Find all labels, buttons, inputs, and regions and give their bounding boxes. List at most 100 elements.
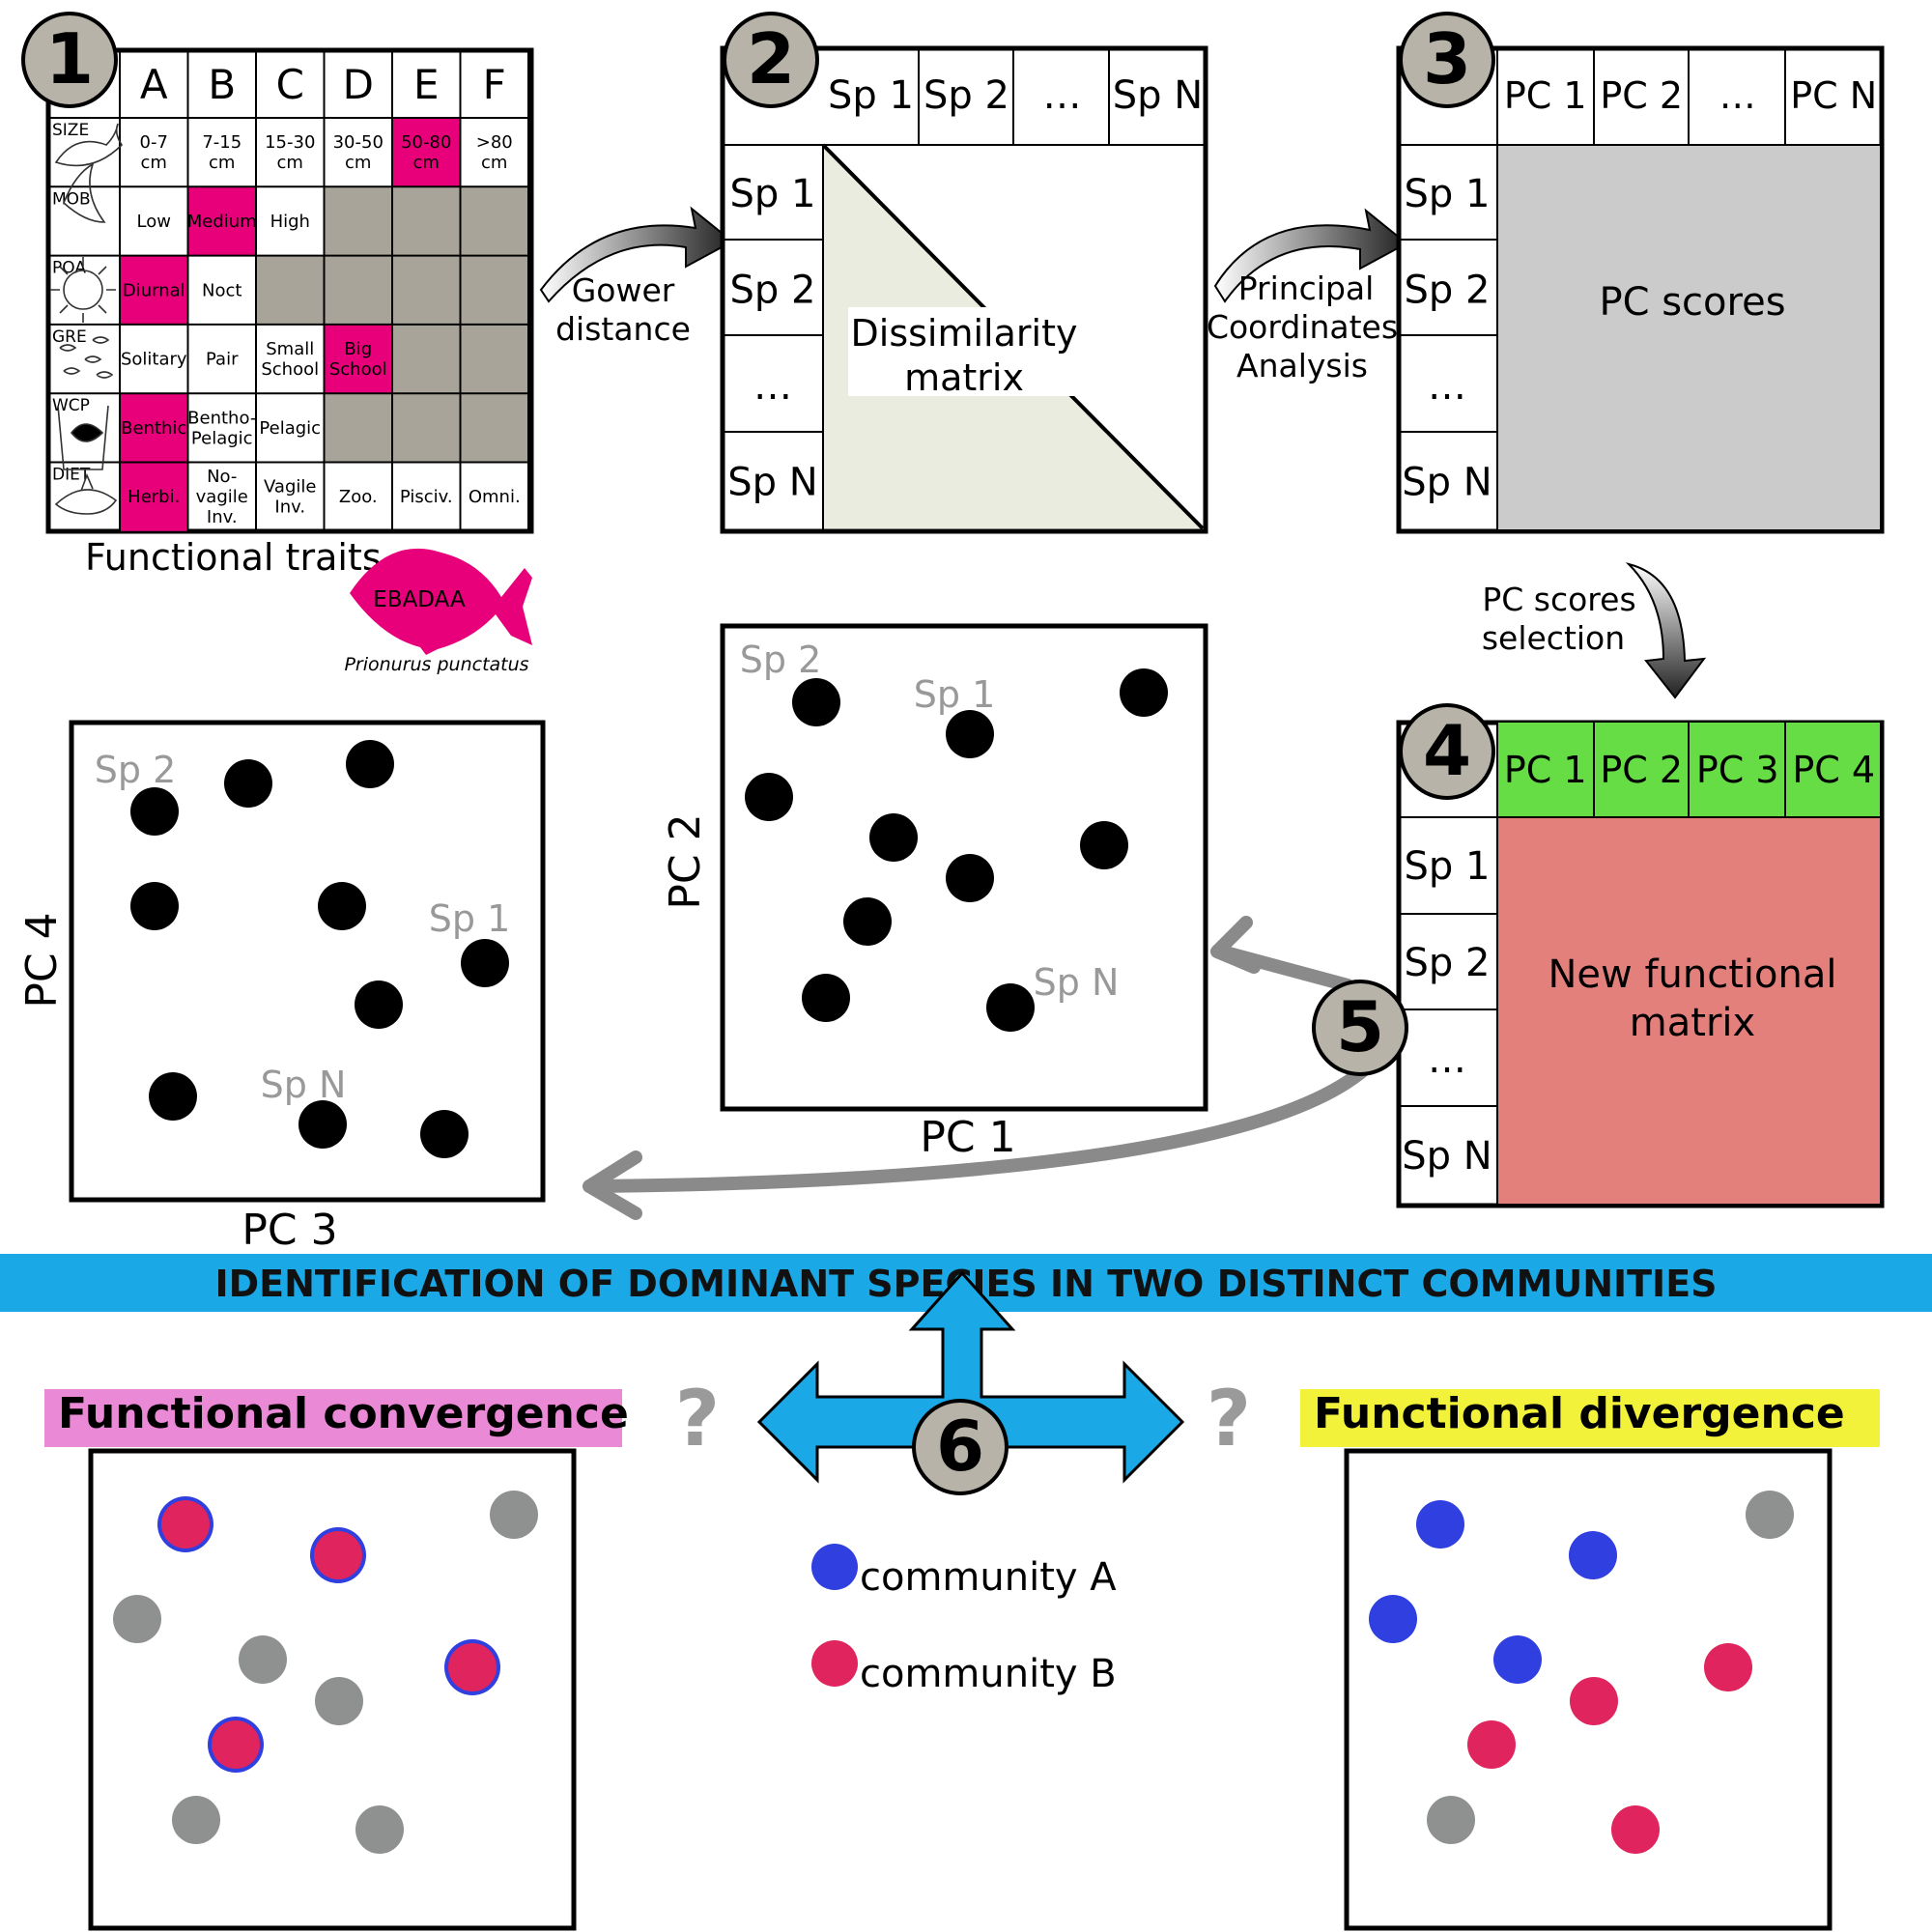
- pc12-ylabel: PC 2: [661, 813, 710, 909]
- dissimilarity-label-2: matrix: [904, 356, 1024, 399]
- trait-cell-text: 50-80: [401, 132, 451, 153]
- trait-cell-fill: [460, 186, 528, 256]
- trait-cell-text: Solitary: [121, 350, 187, 370]
- trait-cell-text: School: [329, 359, 387, 380]
- species-point: [946, 854, 994, 902]
- species-point: [130, 882, 179, 930]
- dissimilarity-label-1: Dissimilarity: [851, 312, 1078, 355]
- projection-arrows: [582, 916, 1378, 1220]
- matrix4-col-header: PC 2: [1600, 749, 1683, 791]
- trait-cell-text: Inv.: [207, 507, 238, 527]
- pc34-label-spn: Sp N: [261, 1064, 347, 1106]
- svg-text:3: 3: [1423, 18, 1471, 99]
- pc34-ylabel: PC 4: [17, 912, 67, 1008]
- trait-cell-text: High: [270, 212, 310, 232]
- trait-cell-text: 15-30: [265, 132, 315, 153]
- trait-cell-fill: [324, 255, 392, 325]
- trait-cell-text: Pelagic: [259, 418, 321, 439]
- trait-cell-text: No-: [207, 467, 237, 487]
- trait-cell-fill: [120, 393, 188, 463]
- step-badge-6: 6: [912, 1399, 1009, 1495]
- trait-column-header: F: [483, 61, 506, 108]
- fish-silhouette-icon: [70, 423, 104, 442]
- matrix2-row-header: …: [753, 364, 792, 409]
- fish-icon: [350, 548, 532, 655]
- legend-marker-a: [811, 1544, 858, 1590]
- species-point: [1120, 668, 1168, 717]
- step-badge-3: 3: [1399, 12, 1495, 108]
- trait-cell-fill: [324, 393, 392, 463]
- trait-cell-text: Bentho-: [187, 408, 256, 428]
- svg-text:5: 5: [1336, 986, 1384, 1067]
- species-point: [355, 980, 403, 1029]
- new-matrix-fill: [1497, 817, 1880, 1204]
- trait-column-header: A: [140, 61, 168, 108]
- matrix4-row-header: Sp N: [1402, 1134, 1492, 1179]
- trait-cell-text: Small: [266, 339, 314, 359]
- community-point: [1611, 1805, 1660, 1854]
- water-glass-icon: [57, 405, 109, 470]
- trait-cell-text: Benthic: [121, 418, 186, 439]
- trait-cell-text: Herbi.: [128, 487, 180, 507]
- species-point: [946, 710, 994, 758]
- trait-cell-text: vagile: [196, 487, 248, 507]
- trait-cell-text: >80: [476, 132, 513, 153]
- species-point: [149, 1072, 197, 1121]
- trait-row-label: MOB: [52, 189, 91, 209]
- species-point: [318, 882, 366, 930]
- pc12-xlabel: PC 1: [920, 1113, 1015, 1162]
- pc3-pc4-plot: Sp 2 Sp 1 Sp N PC 3 PC 4: [17, 720, 546, 1255]
- community-point: [1416, 1500, 1464, 1548]
- pc34-label-sp1: Sp 1: [429, 897, 511, 940]
- community-point: [239, 1635, 287, 1684]
- fish-school-icon: [59, 336, 114, 379]
- community-point: [448, 1643, 497, 1691]
- community-point: [161, 1500, 210, 1548]
- svg-text:Coordinates: Coordinates: [1207, 308, 1398, 346]
- svg-text:6: 6: [936, 1406, 984, 1487]
- community-point: [355, 1805, 404, 1854]
- pc34-xlabel: PC 3: [242, 1206, 337, 1255]
- community-point: [314, 1531, 362, 1579]
- divergence-title: Functional divergence: [1314, 1389, 1845, 1438]
- bird-icon: [63, 162, 106, 223]
- species-point: [298, 1100, 347, 1149]
- trait-cell-fill: [120, 255, 188, 325]
- trait-cell-text: cm: [481, 153, 507, 173]
- trait-cell-text: Vagile: [264, 477, 316, 497]
- trait-cell-text: Medium: [187, 212, 257, 232]
- svg-text:Principal: Principal: [1238, 270, 1375, 307]
- species-point: [461, 939, 509, 987]
- trait-cell-fill: [460, 255, 528, 325]
- matrix2-col-header: Sp N: [1113, 73, 1203, 118]
- trait-column-header: B: [208, 61, 236, 108]
- convergence-title: Functional convergence: [58, 1389, 629, 1438]
- trait-cell-text: Big: [344, 339, 372, 359]
- pc-scores-fill: [1497, 145, 1880, 529]
- matrix2-row-header: Sp N: [727, 460, 817, 504]
- matrix4-col-header: PC 4: [1792, 749, 1875, 791]
- step-badge-2: 2: [723, 12, 819, 108]
- convergence-title-bg: [44, 1389, 622, 1447]
- trait-cell-text: 0-7: [140, 132, 168, 153]
- matrix4-row-header: Sp 1: [1405, 844, 1491, 889]
- trait-cell-text: Inv.: [274, 497, 305, 518]
- pc12-label-sp2: Sp 2: [740, 639, 822, 681]
- species-point: [346, 740, 394, 788]
- trait-cell-text: cm: [277, 153, 303, 173]
- trait-cell-fill: [324, 186, 392, 256]
- trait-cell-text: cm: [141, 153, 167, 173]
- trait-cell-text: cm: [413, 153, 440, 173]
- trait-cell-text: Pair: [206, 350, 239, 370]
- shark-icon: [54, 472, 118, 515]
- matrix3-row-header: Sp 2: [1405, 268, 1491, 312]
- matrix3-row-header: Sp 1: [1405, 172, 1491, 216]
- pcoa-arrow: Principal Coordinates Analysis: [1207, 208, 1408, 384]
- trait-cell-text: cm: [345, 153, 371, 173]
- functional-traits-caption: Functional traits: [85, 536, 382, 579]
- pc34-label-sp2: Sp 2: [95, 749, 177, 791]
- pc12-label-sp1: Sp 1: [914, 673, 996, 716]
- trait-cell-fill: [392, 393, 461, 463]
